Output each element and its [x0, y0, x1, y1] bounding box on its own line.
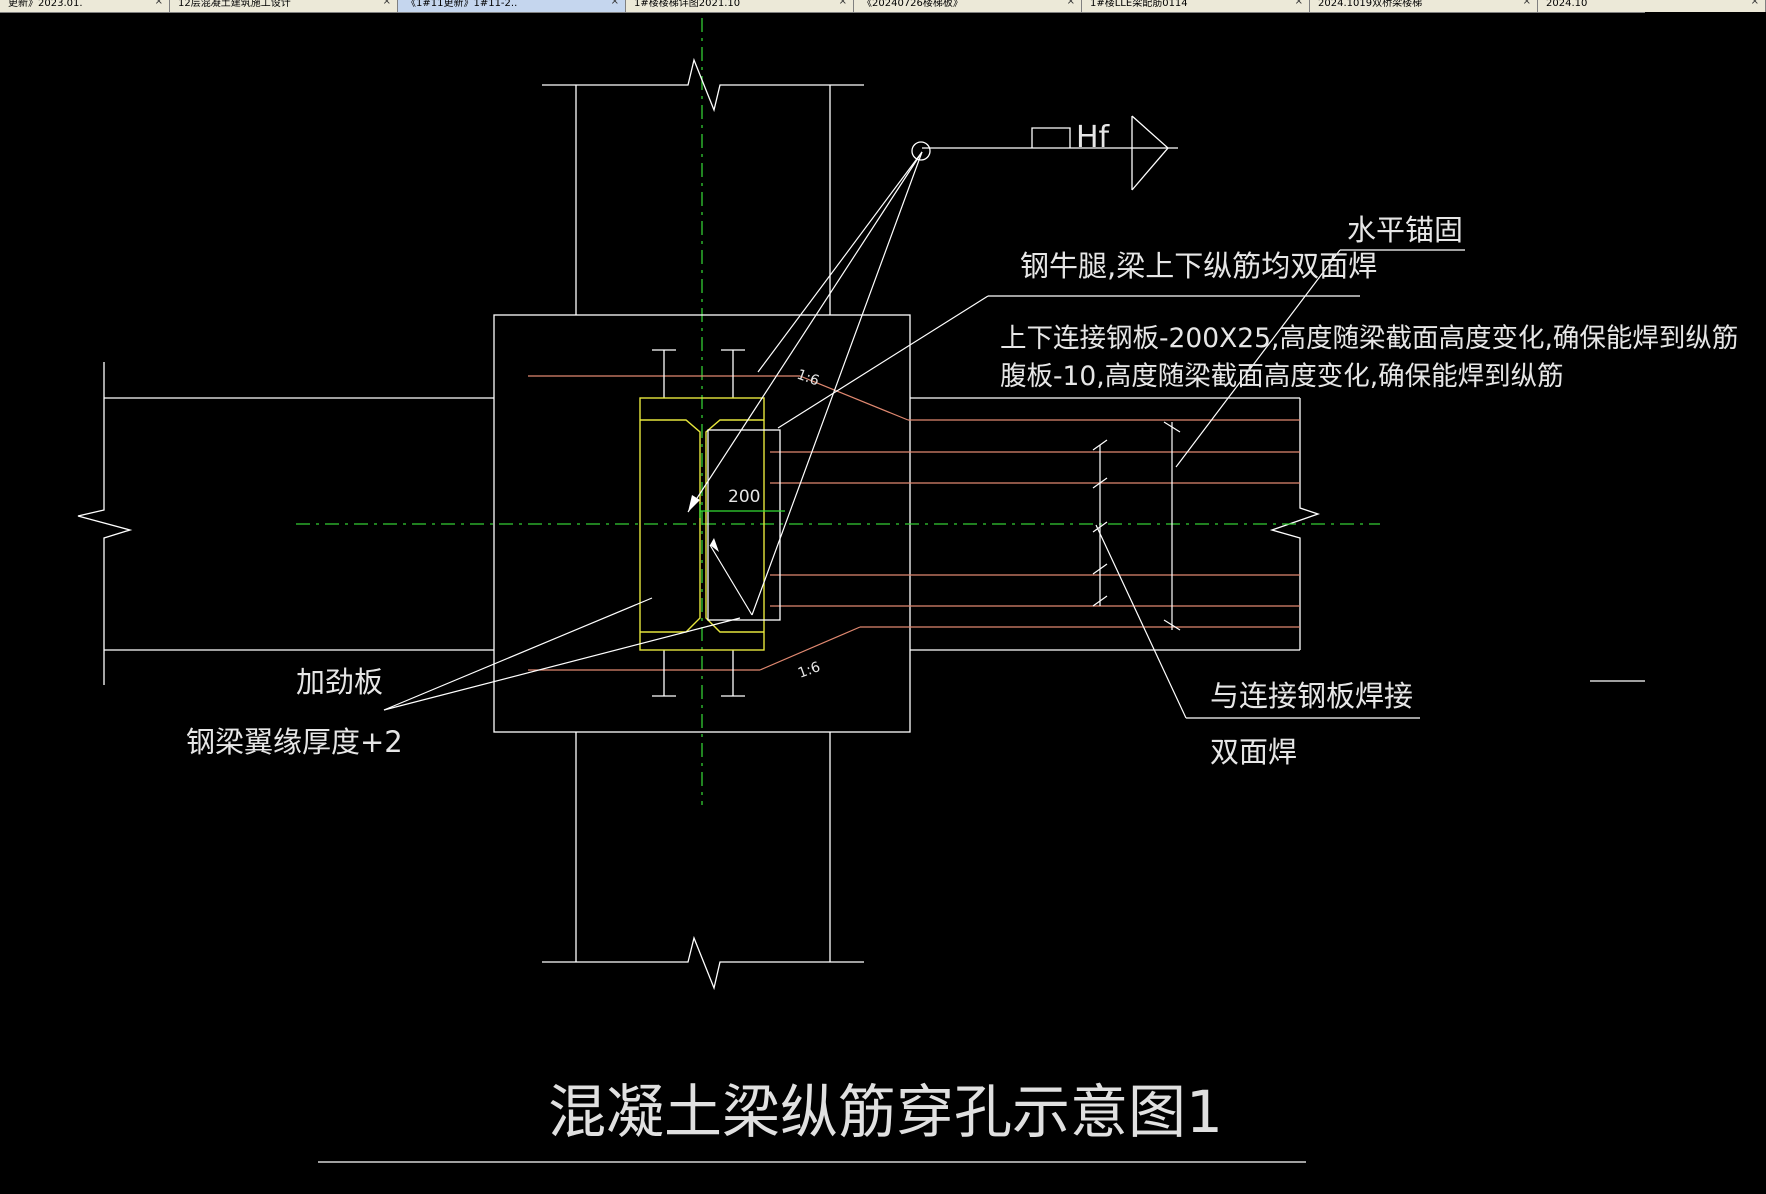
connection-plate	[707, 429, 781, 621]
tab-label: 12层混凝土建筑施工设计	[178, 0, 291, 9]
document-tab-7[interactable]: 2024.1019双桥梁楼梯 ×	[1310, 0, 1538, 12]
tab-label: 2024.10	[1546, 0, 1588, 9]
dimension-200	[699, 504, 785, 518]
note-web-plate: 腹板-10,高度随梁截面高度变化,确保能焊到纵筋	[1000, 361, 1564, 392]
tab-label: 《1#11更新》1#11-2..	[406, 0, 518, 9]
left-beam	[77, 362, 494, 685]
note-double-weld: 双面焊	[1210, 735, 1297, 769]
close-icon[interactable]: ×	[610, 0, 619, 7]
tab-label: 《20240726楼梯板》	[862, 0, 963, 9]
vertical-anchor-bars	[652, 349, 745, 697]
note-flange-thickness: 钢梁翼缘厚度+2	[186, 725, 403, 759]
drawing-title: 混凝土梁纵筋穿孔示意图1	[548, 1078, 1223, 1146]
leader-origin-marker	[911, 141, 931, 161]
right-beam	[910, 397, 1645, 682]
document-tab-bar: 更新》2023.01. × 12层混凝土建筑施工设计 × 《1#11更新》1#11-…	[0, 0, 1766, 13]
weld-symbol	[1031, 115, 1169, 191]
bottom-column	[542, 732, 864, 991]
weld-symbol-label: Hf	[1076, 120, 1111, 155]
tab-label: 更新》2023.01.	[8, 0, 83, 9]
tab-label: 2024.1019双桥梁楼梯	[1318, 0, 1423, 9]
document-tab-2[interactable]: 12层混凝土建筑施工设计 ×	[170, 0, 398, 12]
close-icon[interactable]: ×	[1294, 0, 1303, 7]
document-tab-6[interactable]: 1#楼LLE梁配筋0114 ×	[1082, 0, 1310, 12]
longitudinal-rebars	[528, 375, 1300, 671]
slope-label-top: 1:6	[795, 367, 822, 390]
document-tab-3[interactable]: 《1#11更新》1#11-2.. ×	[398, 0, 626, 12]
close-icon[interactable]: ×	[154, 0, 163, 7]
top-column	[542, 57, 864, 315]
close-icon[interactable]: ×	[838, 0, 847, 7]
dimension-200-label: 200	[728, 487, 760, 507]
close-icon[interactable]: ×	[1066, 0, 1075, 7]
close-icon[interactable]: ×	[382, 0, 391, 7]
tab-label: 1#楼LLE梁配筋0114	[1090, 0, 1188, 9]
close-icon[interactable]: ×	[1750, 0, 1759, 7]
leader-arrowhead	[688, 495, 700, 512]
note-bracket-weld: 钢牛腿,梁上下纵筋均双面焊	[1020, 249, 1377, 283]
slope-label-bottom: 1:6	[796, 659, 823, 682]
tab-label: 1#楼楼梯详图2021.10	[634, 0, 741, 9]
note-weld-to-plate: 与连接钢板焊接	[1210, 679, 1413, 713]
document-tab-5[interactable]: 《20240726楼梯板》 ×	[854, 0, 1082, 12]
steel-beam-section	[639, 397, 765, 651]
close-icon[interactable]: ×	[1522, 0, 1531, 7]
note-horizontal-anchor: 水平锚固	[1347, 213, 1463, 247]
leader-arrowhead	[710, 538, 719, 552]
note-connection-plate: 上下连接钢板-200X25,高度随梁截面高度变化,确保能焊到纵筋	[1000, 323, 1738, 354]
note-stiffener: 加劲板	[296, 665, 383, 699]
document-tab-4[interactable]: 1#楼楼梯详图2021.10 ×	[626, 0, 854, 12]
leader-lines	[383, 147, 1465, 719]
document-tab-1[interactable]: 更新》2023.01. ×	[0, 0, 170, 12]
